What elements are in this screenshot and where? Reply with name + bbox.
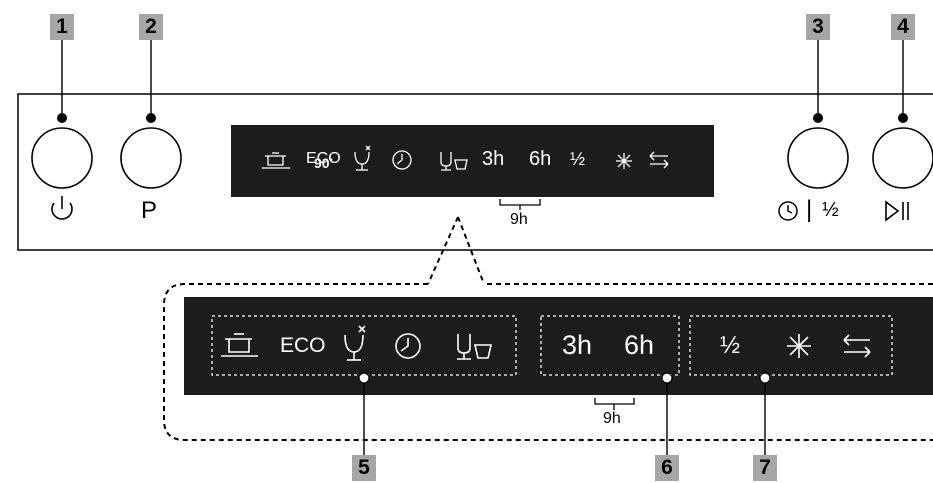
glass-cup-icon [440, 152, 468, 171]
callout-2: 2 [139, 14, 163, 40]
rinse-arrows-icon [649, 151, 669, 169]
group-programs [211, 315, 517, 376]
half-load-icon: ½ [570, 149, 586, 169]
top-9h-bracket [499, 199, 541, 210]
six-hour-label: 6h [529, 148, 552, 170]
three-hour-label-large: 3h [562, 330, 593, 360]
top-display [231, 125, 714, 197]
zoom-outline [163, 283, 933, 441]
half-load-icon-large: ½ [720, 332, 741, 359]
zoom-pointer [427, 216, 485, 285]
callout-7: 7 [753, 455, 777, 481]
power-button [31, 127, 93, 189]
eco-label-large: ECO [280, 334, 326, 357]
power-icon [51, 196, 73, 220]
panel-outline [17, 93, 933, 251]
delay-half-button [787, 127, 849, 189]
eco-label: ECO [306, 150, 341, 167]
leader-lines [61, 40, 904, 118]
three-hour-label: 3h [482, 148, 505, 170]
start-pause-button [872, 127, 933, 189]
callout-1: 1 [50, 14, 74, 40]
group-delay [540, 315, 680, 376]
svg-text:90': 90' [314, 155, 333, 171]
program-button-label: P [141, 197, 158, 224]
half-load-label: ½ [822, 199, 839, 221]
group-options [689, 315, 893, 376]
clock-90-icon [392, 150, 412, 170]
callout-5: 5 [352, 455, 376, 481]
glass-star-icon [354, 145, 371, 171]
nine-hour-label: 9h [510, 211, 528, 228]
glass-star-icon-large [344, 325, 366, 361]
rinse-arrows-icon-large [843, 334, 871, 358]
callout-4: 4 [891, 14, 915, 40]
group-programs-anchor [358, 372, 370, 384]
pot-icon [262, 152, 290, 169]
nine-hour-label-large: 9h [603, 410, 621, 427]
zoom-9h-bracket [594, 398, 635, 410]
delay-clock-icon [778, 201, 798, 221]
glass-cup-icon-large [457, 334, 493, 360]
delay-half-divider: | [806, 196, 813, 223]
play-pause-icon [885, 200, 909, 222]
sparkle-icon-large [787, 334, 811, 358]
group-delay-anchor [661, 372, 673, 384]
group-options-anchor [759, 372, 771, 384]
clock-90-icon-large [395, 333, 421, 359]
pot-icon-large [221, 333, 258, 357]
sparkle-icon [616, 153, 632, 169]
callout-3: 3 [806, 14, 830, 40]
six-hour-label-large: 6h [624, 330, 655, 360]
program-button [120, 127, 182, 189]
callout-6: 6 [655, 455, 679, 481]
